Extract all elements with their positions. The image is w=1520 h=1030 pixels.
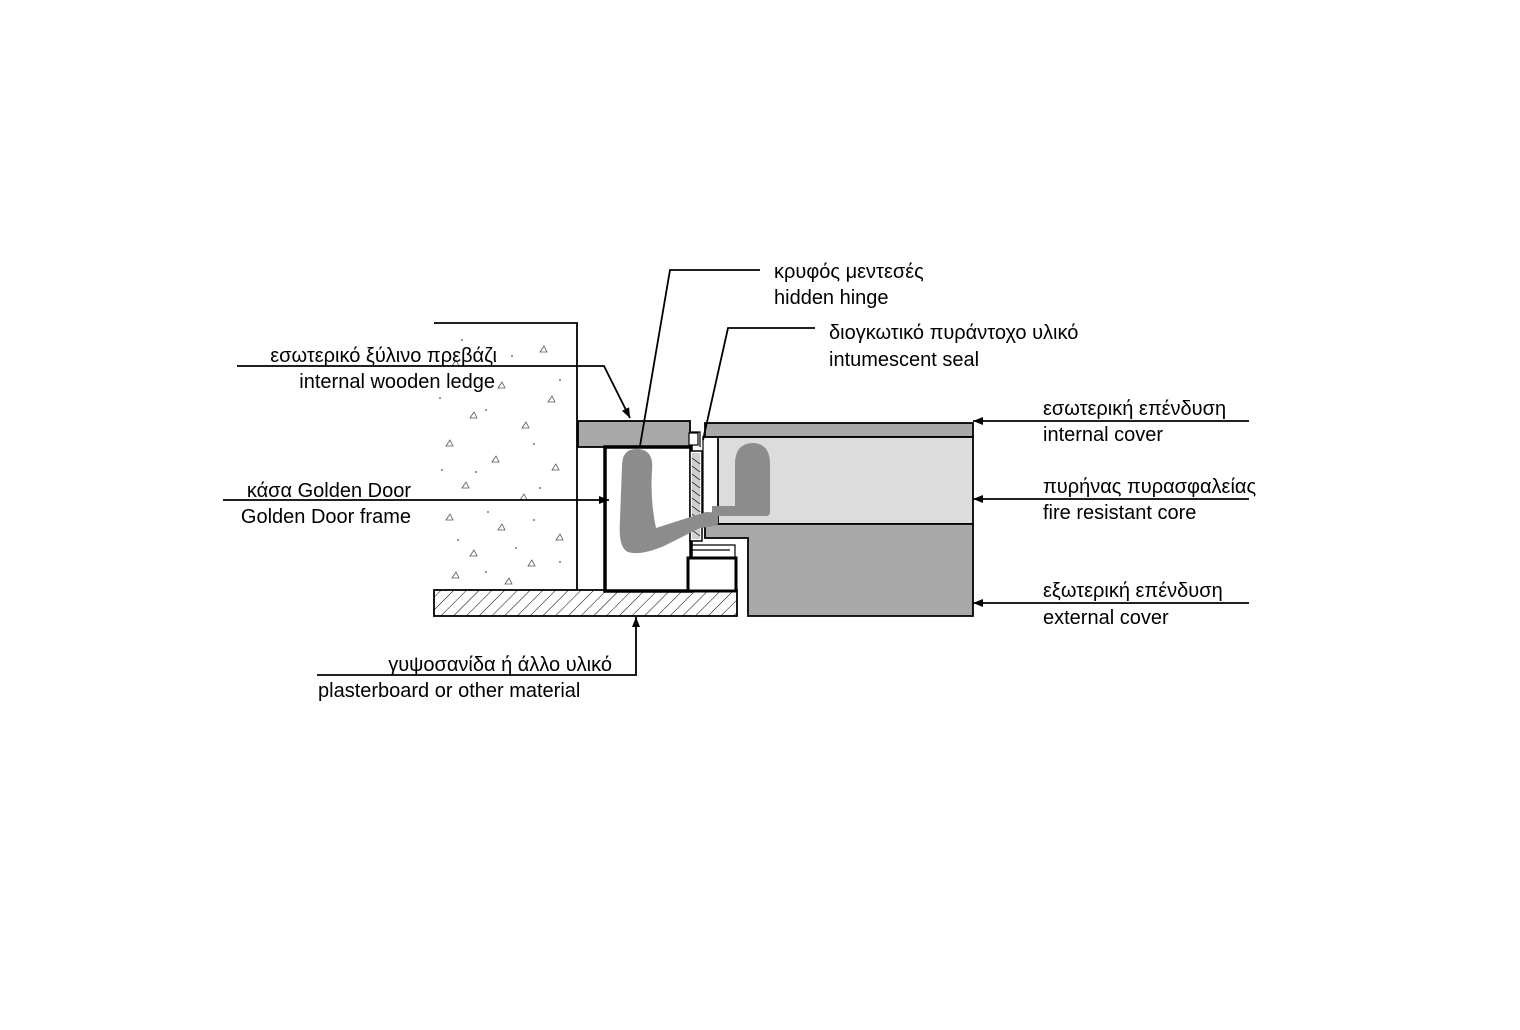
ledge-label-gr: εσωτερικό ξύλινο πρεβάζι <box>270 345 497 367</box>
external-cover-label-en: external cover <box>1043 607 1169 629</box>
plasterboard-label-gr: γυψοσανίδα ή άλλο υλικό <box>388 654 612 676</box>
ledge-label-en: internal wooden ledge <box>299 371 495 393</box>
labels: κρυφός μεντεσές hidden hinge διογκωτικό … <box>241 261 1257 702</box>
internal-cover <box>704 422 974 438</box>
core-label-en: fire resistant core <box>1043 502 1196 524</box>
internal-cover-label-gr: εσωτερική επένδυση <box>1043 398 1226 420</box>
external-cover <box>704 523 974 617</box>
wooden-ledge <box>577 420 691 448</box>
frame-label-en: Golden Door frame <box>241 506 411 528</box>
core-label-gr: πυρήνας πυρασφαλείας <box>1043 476 1256 498</box>
wall <box>434 322 578 590</box>
hidden-hinge <box>619 443 770 554</box>
frame-label-gr: κάσα Golden Door <box>247 480 412 502</box>
external-cover-label-gr: εξωτερική επένδυση <box>1043 580 1223 602</box>
hinge-label-gr: κρυφός μεντεσές <box>774 261 924 283</box>
seal-label-en: intumescent seal <box>829 349 979 371</box>
door-leaf <box>704 422 974 617</box>
plasterboard-label-en: plasterboard or other material <box>318 680 580 702</box>
internal-cover-label-en: internal cover <box>1043 424 1163 446</box>
plasterboard <box>433 589 738 617</box>
seal-label-gr: διογκωτικό πυράντοχο υλικό <box>829 322 1078 344</box>
hinge-label-en: hidden hinge <box>774 287 889 309</box>
leader-lines <box>223 269 1249 676</box>
